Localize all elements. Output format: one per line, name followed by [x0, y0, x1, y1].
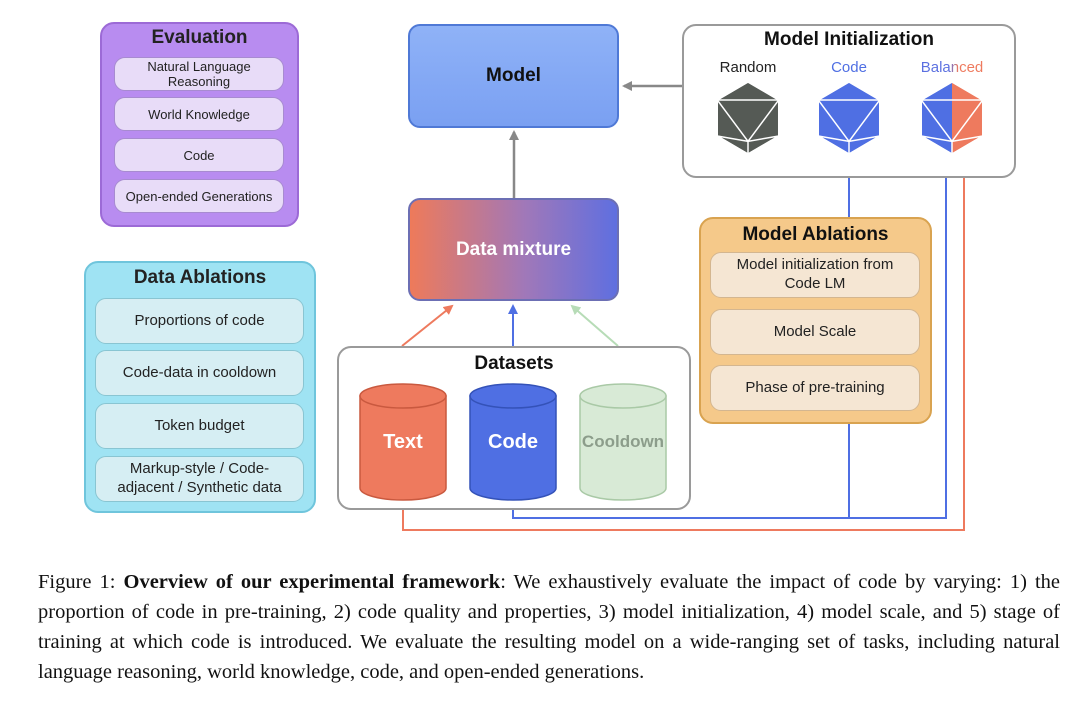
- caption-bold-title: Overview of our experimental framework: [123, 571, 501, 593]
- arrow-text-to-balanced: [402, 158, 969, 531]
- model-ablation-item: Model Scale: [710, 309, 920, 355]
- data-ablations-title: Data Ablations: [133, 267, 267, 288]
- caption-prefix: Figure 1:: [38, 571, 124, 593]
- code-cylinder-icon: [469, 383, 557, 501]
- arrow-text-to-mixture: [401, 304, 454, 347]
- cooldown-cylinder-icon: [579, 383, 667, 501]
- caption-body: : We exhaustively evaluate the impact of…: [38, 571, 1060, 683]
- code-icosahedron-icon: [817, 81, 881, 155]
- data-ablation-item: Proportions of code: [95, 298, 304, 344]
- evaluation-item: Code: [114, 138, 284, 172]
- datasets-title: Datasets: [474, 353, 554, 374]
- data-ablation-item: Code-data in cooldown: [95, 350, 304, 396]
- random-icosahedron-icon: [716, 81, 780, 155]
- text-cylinder-icon: [359, 383, 447, 501]
- model-box: Model: [408, 24, 619, 128]
- model-initialization-title: Model Initialization: [764, 29, 934, 50]
- evaluation-item: Open-ended Generations: [114, 179, 284, 213]
- init-icons: [716, 81, 984, 155]
- balanced-icosahedron-icon: [920, 81, 984, 155]
- balanced-label-text: Balanced: [920, 58, 984, 76]
- model-ablation-item: Phase of pre-training: [710, 365, 920, 411]
- model-ablations-title: Model Ablations: [742, 224, 889, 245]
- init-random-label: Random: [719, 58, 777, 76]
- evaluation-item: World Knowledge: [114, 97, 284, 131]
- text-dataset-label: Text: [383, 430, 423, 453]
- code-dataset-label: Code: [488, 430, 538, 453]
- data-ablation-item: Markup-style / Code-adjacent / Synthetic…: [95, 456, 304, 502]
- datasets-cylinders: [359, 383, 667, 501]
- evaluation-item: Natural Language Reasoning: [114, 57, 284, 91]
- data-mixture-box: Data mixture: [408, 198, 619, 301]
- figure-caption: Figure 1: Overview of our experimental f…: [38, 567, 1060, 687]
- cooldown-dataset-label: Cooldown: [581, 432, 665, 451]
- data-ablation-item: Token budget: [95, 403, 304, 449]
- arrow-cooldown-to-mixture: [570, 304, 619, 347]
- model-ablation-item: Model initialization from Code LM: [710, 252, 920, 298]
- evaluation-title: Evaluation: [151, 27, 248, 48]
- init-balanced-label: Balanced: [902, 57, 1002, 77]
- init-code-label: Code: [831, 58, 867, 76]
